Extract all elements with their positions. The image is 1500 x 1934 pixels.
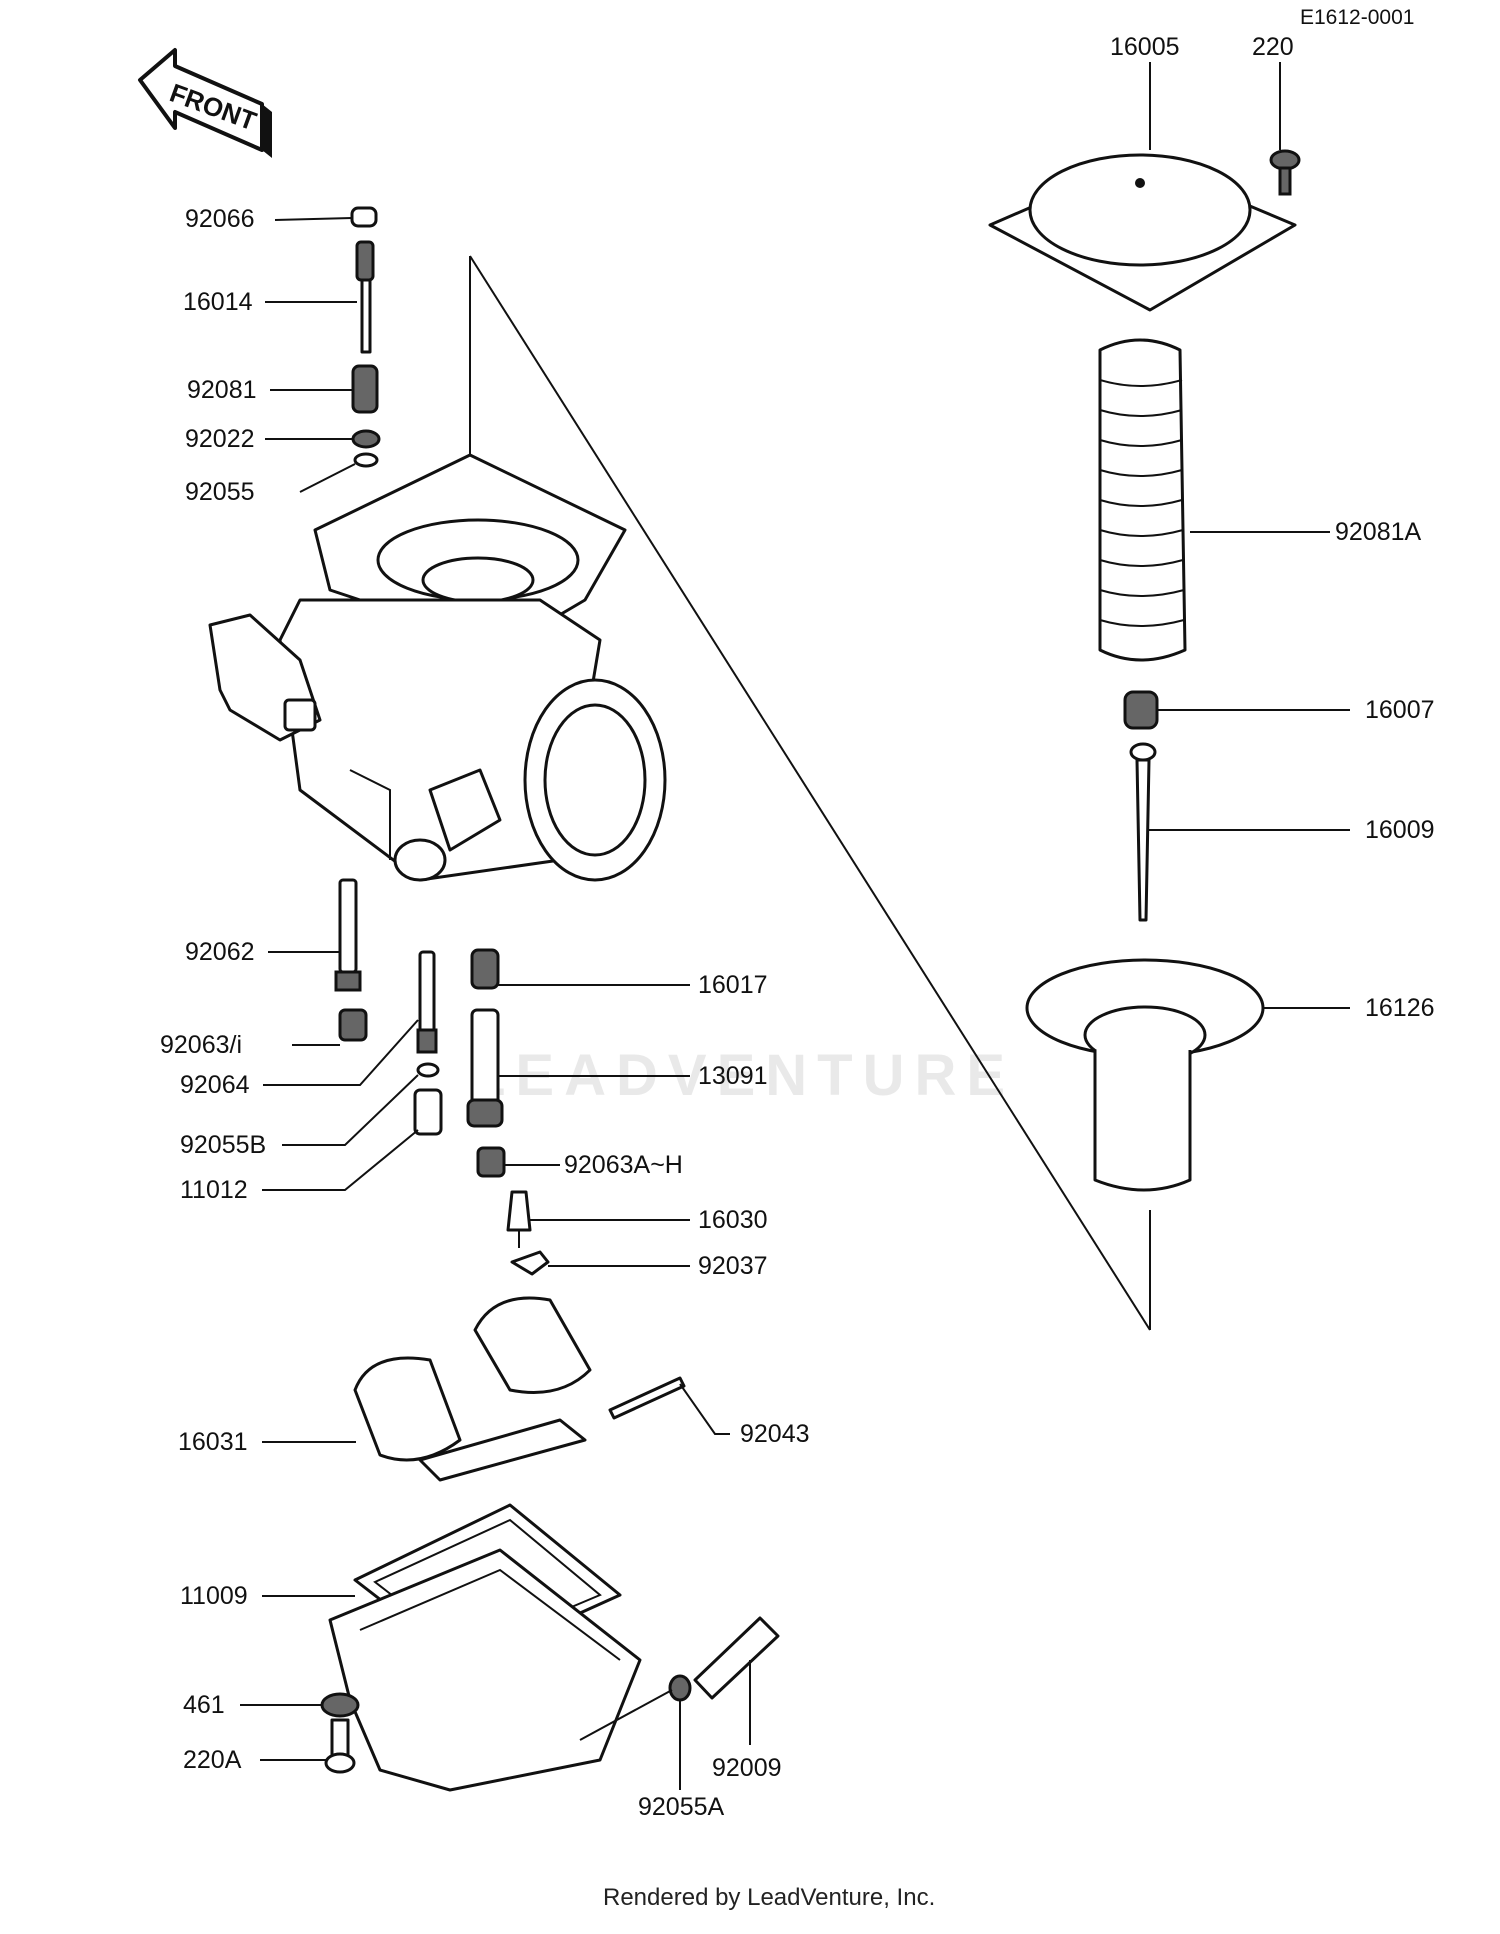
label-16005: 16005 xyxy=(1110,33,1180,61)
part-16007-holder xyxy=(1123,690,1159,730)
label-16017: 16017 xyxy=(698,971,768,999)
label-11009: 11009 xyxy=(180,1582,248,1610)
label-220A: 220A xyxy=(183,1746,242,1774)
part-92037-clip xyxy=(510,1250,550,1276)
part-16009-jet-needle xyxy=(1129,742,1157,922)
diagram-id: E1612-0001 xyxy=(1300,6,1414,29)
label-16014: 16014 xyxy=(183,288,253,316)
part-92055-oring xyxy=(353,452,379,468)
part-92064-screw xyxy=(416,950,438,1054)
label-92062: 92062 xyxy=(185,938,255,966)
label-92066: 92066 xyxy=(185,205,255,233)
front-arrow-icon: FRONT xyxy=(138,48,272,158)
part-16005-top-cover xyxy=(988,153,1297,312)
label-220: 220 xyxy=(1252,33,1294,61)
label-92055B: 92055B xyxy=(180,1131,266,1159)
label-16009: 16009 xyxy=(1365,816,1435,844)
part-92063i-jet xyxy=(338,1008,368,1042)
label-92022: 92022 xyxy=(185,425,255,453)
part-16030-float-valve xyxy=(506,1190,532,1248)
part-461-washer xyxy=(320,1692,360,1718)
label-92081: 92081 xyxy=(187,376,257,404)
part-16014-screw xyxy=(355,240,375,354)
label-16007: 16007 xyxy=(1365,696,1435,724)
part-92063AH-main-jet xyxy=(476,1146,506,1178)
part-16126-diaphragm-piston xyxy=(1025,958,1265,1192)
part-92043-pin xyxy=(608,1376,686,1420)
label-92043: 92043 xyxy=(740,1420,810,1448)
footer-credit: Rendered by LeadVenture, Inc. xyxy=(603,1884,935,1911)
label-13091: 13091 xyxy=(698,1062,768,1090)
part-16031-float xyxy=(353,1296,592,1482)
part-92081-spring xyxy=(351,364,379,414)
label-92055A: 92055A xyxy=(638,1793,725,1821)
part-220A-screw xyxy=(324,1718,356,1774)
assembly-line-diagonal xyxy=(469,255,1151,1331)
carburetor-body xyxy=(208,453,667,882)
label-92063i: 92063/i xyxy=(160,1031,242,1059)
part-13091-needle-jet xyxy=(466,1008,504,1128)
label-92063AH: 92063A~H xyxy=(564,1151,683,1179)
leader-lines xyxy=(240,62,1350,1790)
part-92081A-spring xyxy=(1098,338,1187,662)
label-11012: 11012 xyxy=(180,1176,248,1204)
label-16031: 16031 xyxy=(178,1428,248,1456)
part-16017-jet-holder xyxy=(470,948,500,990)
label-92037: 92037 xyxy=(698,1252,768,1280)
label-92064: 92064 xyxy=(180,1071,250,1099)
label-92009: 92009 xyxy=(712,1754,782,1782)
part-92066-cap xyxy=(350,206,378,228)
label-16030: 16030 xyxy=(698,1206,768,1234)
part-92055A-oring xyxy=(668,1674,692,1702)
part-92009-screw xyxy=(693,1616,780,1700)
part-92055B-oring xyxy=(416,1062,440,1078)
label-16126: 16126 xyxy=(1365,994,1435,1022)
label-92081A: 92081A xyxy=(1335,518,1422,546)
part-92062-screw xyxy=(334,878,362,992)
label-461: 461 xyxy=(183,1691,225,1719)
part-220-screw xyxy=(1269,149,1301,196)
part-92022-washer xyxy=(351,429,381,449)
label-92055: 92055 xyxy=(185,478,255,506)
part-11012-cap xyxy=(413,1088,443,1136)
